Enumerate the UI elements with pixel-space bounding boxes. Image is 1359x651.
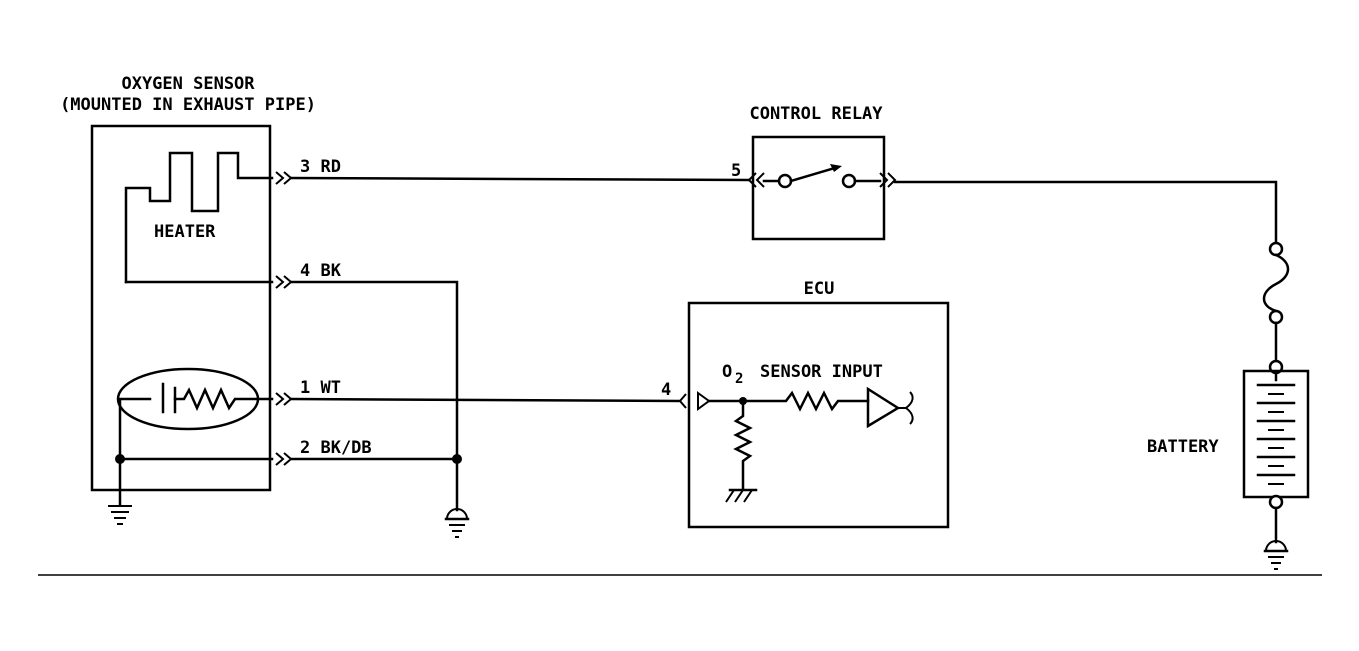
connector-pin-3 — [275, 171, 293, 185]
o2-label: O — [722, 362, 732, 382]
wire-label-1wt: 1 WT — [300, 378, 341, 398]
relay-pin-label: 5 — [731, 161, 741, 181]
connector-pin-4 — [275, 275, 293, 289]
relay-contact — [777, 173, 793, 189]
relay-connector-in — [747, 172, 765, 188]
battery: BATTERY — [1147, 359, 1310, 510]
ecu-title: ECU — [804, 279, 835, 299]
ecu-output-lead — [898, 391, 914, 425]
fuse — [1262, 241, 1290, 325]
ecu-pin-label: 4 — [661, 380, 671, 400]
battery-terminal-negative — [1268, 494, 1284, 510]
ecu-connector — [678, 393, 687, 409]
relay-switch-arm — [789, 165, 840, 183]
wire-1-wt — [289, 397, 682, 403]
battery-ground-icon — [1263, 540, 1289, 570]
wire-label-3rd: 3 RD — [300, 157, 341, 177]
ecu-box — [687, 301, 950, 529]
connector-pin-1 — [275, 392, 293, 406]
battery-case — [1242, 369, 1310, 499]
oxygen-sensor-title: OXYGEN SENSOR — [121, 74, 255, 94]
relay-switch-arrow — [830, 164, 842, 172]
heater-label: HEATER — [154, 222, 216, 242]
ecu-amplifier-icon — [866, 386, 901, 429]
control-relay-title: CONTROL RELAY — [749, 104, 883, 124]
control-relay-box — [751, 135, 886, 241]
wire-4-bk — [289, 280, 459, 512]
control-relay: CONTROL RELAY 5 — [731, 104, 897, 241]
ground-icon — [444, 508, 470, 538]
junction-dot — [452, 454, 462, 464]
relay-connector-out — [879, 172, 897, 188]
battery-label: BATTERY — [1147, 437, 1219, 457]
wire-relay-to-fuse — [893, 180, 1278, 245]
ecu: ECU O 2 SENSOR INPUT 4 — [661, 279, 950, 529]
case-ground-icon — [108, 505, 132, 525]
oxygen-sensor-box — [90, 124, 272, 492]
ecu-chassis-ground-icon — [725, 488, 758, 503]
wire-label-2bkdb: 2 BK/DB — [300, 438, 372, 458]
sensing-resistor — [173, 386, 274, 412]
relay-contact — [841, 173, 857, 189]
oxygen-sensor-subtitle: (MOUNTED IN EXHAUST PIPE) — [60, 95, 316, 115]
oxygen-sensor: OXYGEN SENSOR (MOUNTED IN EXHAUST PIPE) … — [60, 74, 316, 525]
wire-label-4bk: 4 BK — [300, 261, 342, 281]
o2-subscript: 2 — [735, 371, 743, 387]
ecu-input-resistor — [707, 390, 870, 412]
connector-pin-2 — [275, 452, 293, 466]
ecu-pulldown-resistor — [733, 399, 753, 491]
wire-3-rd — [289, 176, 750, 182]
battery-cells-icon — [1256, 383, 1296, 485]
ecu-input-terminal-icon — [697, 391, 711, 411]
ecu-input-label: SENSOR INPUT — [760, 362, 883, 382]
sensing-ground-lead — [118, 397, 152, 461]
heater-element — [124, 151, 274, 284]
